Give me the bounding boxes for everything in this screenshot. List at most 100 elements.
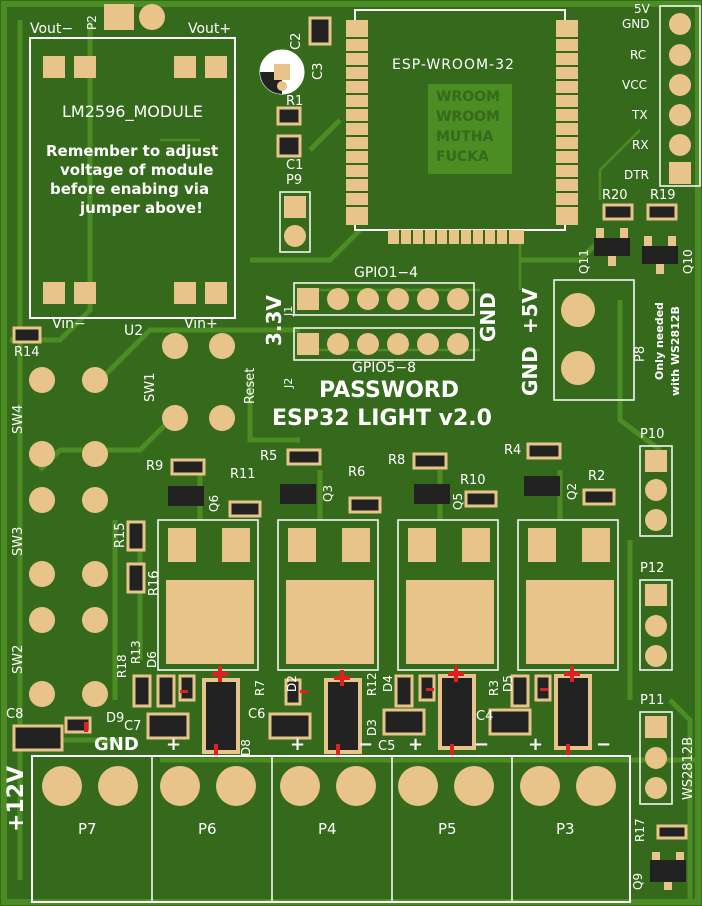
q9-transistor — [650, 860, 686, 882]
r14-resistor — [12, 326, 42, 344]
ref-r18: R18 — [115, 654, 129, 678]
terminal-gnd-label: GND — [94, 734, 139, 755]
ref-r9: R9 — [146, 459, 164, 474]
mosfet-channels — [157, 519, 619, 671]
terminal-minus-p4: − — [358, 734, 374, 755]
module-note-line-4: jumper above! — [80, 199, 203, 217]
serial-pin-5v: 5V — [634, 2, 650, 16]
board-subtitle: ESP32 LIGHT v2.0 — [272, 406, 492, 431]
esp32-logo-line-4: FUCKA — [436, 149, 489, 165]
ref-r7: R7 — [253, 680, 267, 696]
ref-r14: R14 — [14, 345, 40, 360]
p8-note-line-2: with WS2812B — [669, 306, 682, 396]
ref-r3: R3 — [487, 680, 501, 696]
ref-d4: D4 — [381, 675, 395, 692]
ref-r12: R12 — [365, 672, 379, 696]
ref-j2: J2 — [282, 377, 295, 388]
esp32-logo-line-2: WROOM — [436, 109, 500, 125]
ref-r5: R5 — [260, 449, 278, 464]
label-5v-gnd: GND — [518, 346, 542, 396]
terminal-minus-p5: − — [474, 734, 490, 755]
p9-pad-2 — [284, 225, 306, 247]
ref-c2: C2 — [289, 32, 304, 50]
serial-pin-gnd: GND — [622, 17, 650, 31]
terminal-minus-p3: − — [596, 734, 612, 755]
r17-resistor — [656, 824, 688, 840]
j1-header-outline — [293, 282, 475, 316]
ref-q11: Q11 — [577, 249, 591, 274]
ref-c3: C3 — [311, 62, 326, 80]
module-vout-minus-label: Vout− — [30, 21, 74, 37]
esp32-name-label: ESP-WROOM-32 — [392, 57, 515, 73]
ref-c5: C5 — [378, 739, 396, 754]
gpio-header-pads — [297, 288, 469, 355]
terminal-plus-p3: + — [528, 734, 544, 755]
ref-r15: R15 — [113, 522, 128, 548]
gpio-bottom-label: GPIO5−8 — [352, 360, 416, 376]
r1-resistor — [276, 106, 302, 126]
ref-d9: D9 — [106, 711, 125, 726]
ref-r6: R6 — [348, 465, 366, 480]
terminal-p7-label: P7 — [78, 820, 97, 838]
module-vin-plus-label: Vin+ — [184, 316, 218, 332]
module-pads — [43, 56, 227, 304]
terminal-blocks — [31, 755, 631, 903]
label-12v: +12V — [4, 765, 29, 832]
ref-p2: P2 — [85, 15, 99, 30]
lm2596-module-outline — [29, 37, 236, 319]
ws2812-headers — [639, 445, 673, 805]
ref-c4: C4 — [476, 709, 494, 724]
ref-q6: Q6 — [207, 494, 221, 512]
serial-header-pads — [669, 13, 691, 184]
ref-r1: R1 — [286, 94, 304, 109]
ref-r17: R17 — [633, 818, 647, 842]
ref-p10: P10 — [640, 427, 665, 442]
label-3v3: 3.3V — [262, 295, 286, 346]
reset-label: Reset — [243, 367, 258, 404]
ref-r16: R16 — [147, 570, 162, 596]
polarity-marks — [84, 666, 580, 758]
p9-pad-1 — [284, 196, 306, 218]
label-gpio-gnd: GND — [476, 292, 500, 342]
p8-pad-5v — [561, 293, 595, 327]
ref-c7: C7 — [124, 719, 142, 734]
ref-q3: Q3 — [321, 484, 335, 502]
j2-header-outline — [293, 327, 475, 361]
ref-q2: Q2 — [565, 482, 579, 500]
module-vin-minus-label: Vin− — [52, 316, 86, 332]
serial-header-outline — [659, 5, 701, 187]
p2-pad-2 — [139, 4, 165, 30]
ref-r19: R19 — [650, 188, 676, 203]
module-name-label: LM2596_MODULE — [62, 102, 203, 121]
output-components — [12, 674, 592, 754]
ref-q10: Q10 — [681, 249, 695, 274]
ws2812b-label: WS2812B — [681, 736, 696, 800]
ref-p12: P12 — [640, 561, 665, 576]
ref-d5: D5 — [501, 675, 515, 692]
module-note-line-1: Remember to adjust — [46, 142, 219, 160]
ref-r8: R8 — [388, 453, 406, 468]
esp32-logo-line-3: MUTHA — [436, 129, 494, 145]
driver-components — [126, 442, 616, 594]
ref-r11: R11 — [230, 467, 256, 482]
ref-r4: R4 — [504, 443, 522, 458]
ref-c6: C6 — [248, 707, 266, 722]
ref-c1: C1 — [286, 158, 304, 173]
ref-p11: P11 — [640, 693, 665, 708]
label-plus5v: +5V — [518, 287, 542, 334]
module-note-line-2: voltage of module — [60, 161, 214, 179]
ref-p9: P9 — [286, 173, 303, 188]
serial-pin-tx: TX — [632, 108, 648, 122]
serial-pin-rc: RC — [630, 48, 647, 62]
p8-note-line-1: Only needed — [653, 302, 666, 380]
switch-pads — [29, 333, 235, 707]
module-note-line-3: before enabing via — [50, 180, 210, 198]
ref-sw2: SW2 — [11, 644, 26, 674]
c2-capacitor — [308, 16, 332, 46]
esp32-logo-area — [428, 84, 512, 174]
p8-pad-gnd — [561, 351, 595, 385]
gpio-top-label: GPIO1−4 — [354, 265, 418, 281]
serial-pin-rx: RX — [632, 138, 649, 152]
ref-d6: D6 — [145, 651, 159, 668]
